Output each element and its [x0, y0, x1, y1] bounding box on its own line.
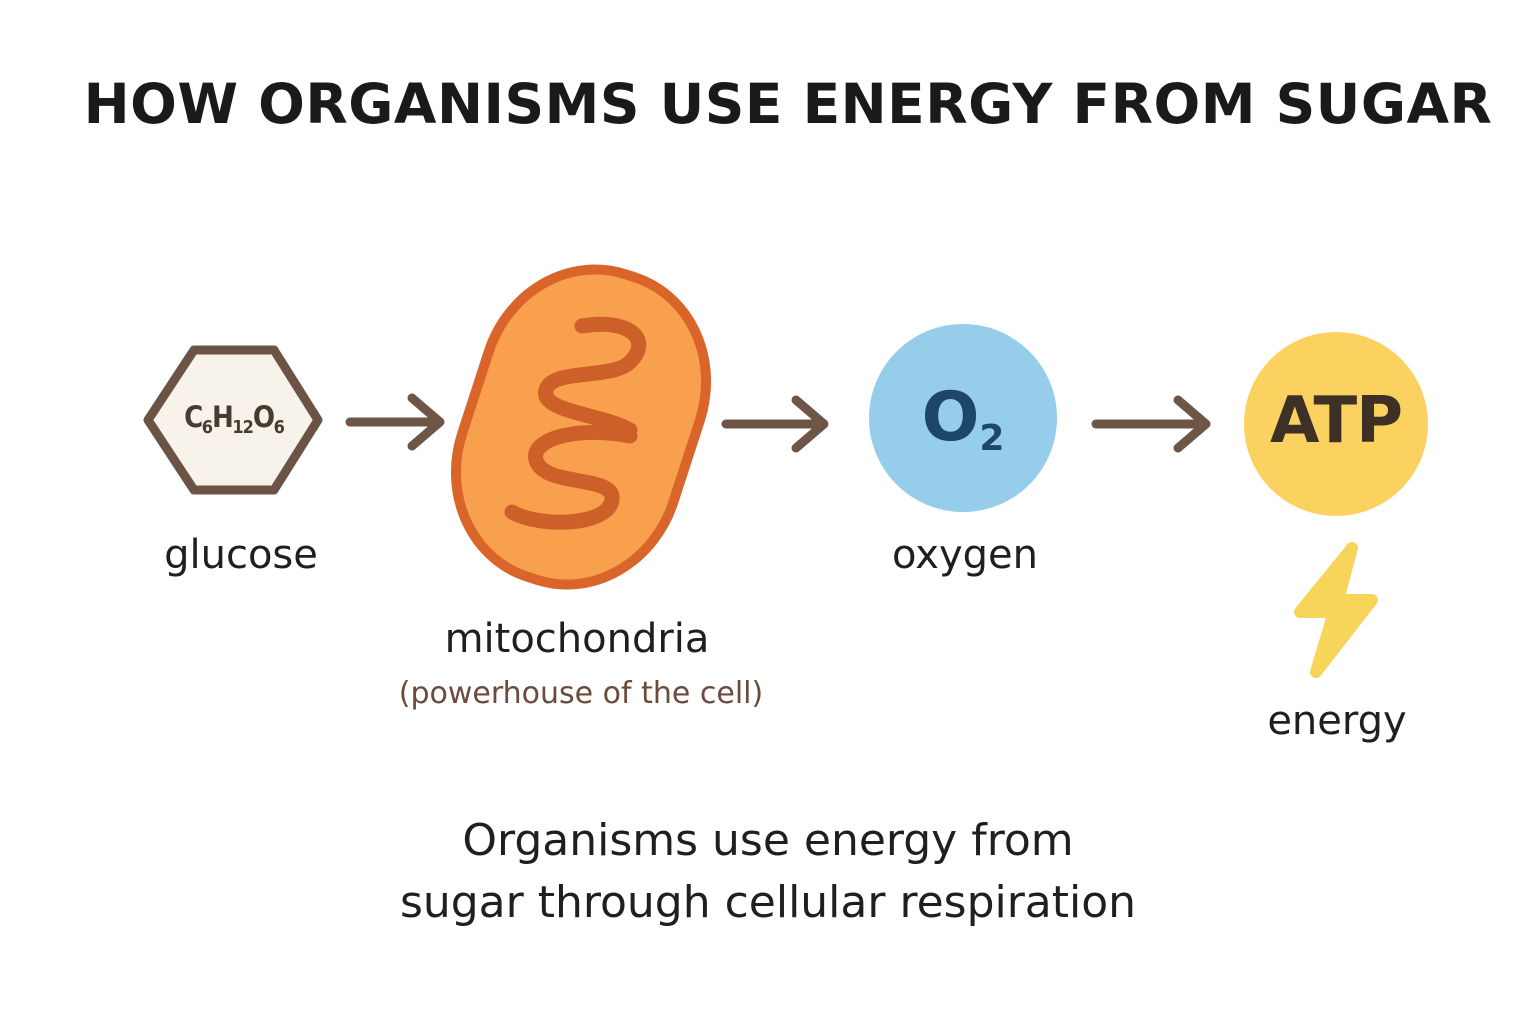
oxygen-symbol-letter: O	[921, 378, 980, 457]
glucose-label: glucose	[164, 532, 318, 578]
energy-label: energy	[1267, 698, 1407, 744]
oxygen-circle	[869, 324, 1057, 512]
formula-hydrogen-count: 12	[232, 417, 254, 438]
arrow-right-icon	[1091, 395, 1211, 453]
oxygen-label: oxygen	[892, 532, 1038, 578]
formula-hydrogen: H	[212, 400, 234, 434]
mitochondria-icon	[450, 264, 712, 590]
formula-carbon-count: 6	[201, 417, 213, 438]
arrow-right-icon	[721, 395, 829, 453]
atp-circle	[1244, 332, 1428, 516]
oxygen-symbol-subscript: 2	[979, 418, 1005, 459]
glucose-hexagon-icon	[143, 345, 323, 495]
caption-line-1: Organisms use energy from	[462, 815, 1074, 866]
formula-oxygen: O	[252, 400, 275, 434]
formula-carbon: C	[184, 400, 203, 434]
oxygen-symbol: O2	[880, 378, 1046, 459]
glucose-formula: C6H12O6	[149, 400, 319, 438]
mitochondria-label: mitochondria	[444, 616, 710, 662]
arrow-right-icon	[345, 393, 445, 451]
atp-symbol: ATP	[1269, 384, 1403, 458]
lightning-bolt-icon	[1294, 542, 1378, 678]
formula-oxygen-count: 6	[273, 417, 285, 438]
page-title: HOW ORGANISMS USE ENERGY FROM SUGAR	[83, 72, 1493, 136]
mitochondria-sublabel: (powerhouse of the cell)	[398, 676, 764, 711]
caption-line-2: sugar through cellular respiration	[399, 877, 1137, 928]
caption: Organisms use energy from sugar through …	[0, 810, 1536, 934]
